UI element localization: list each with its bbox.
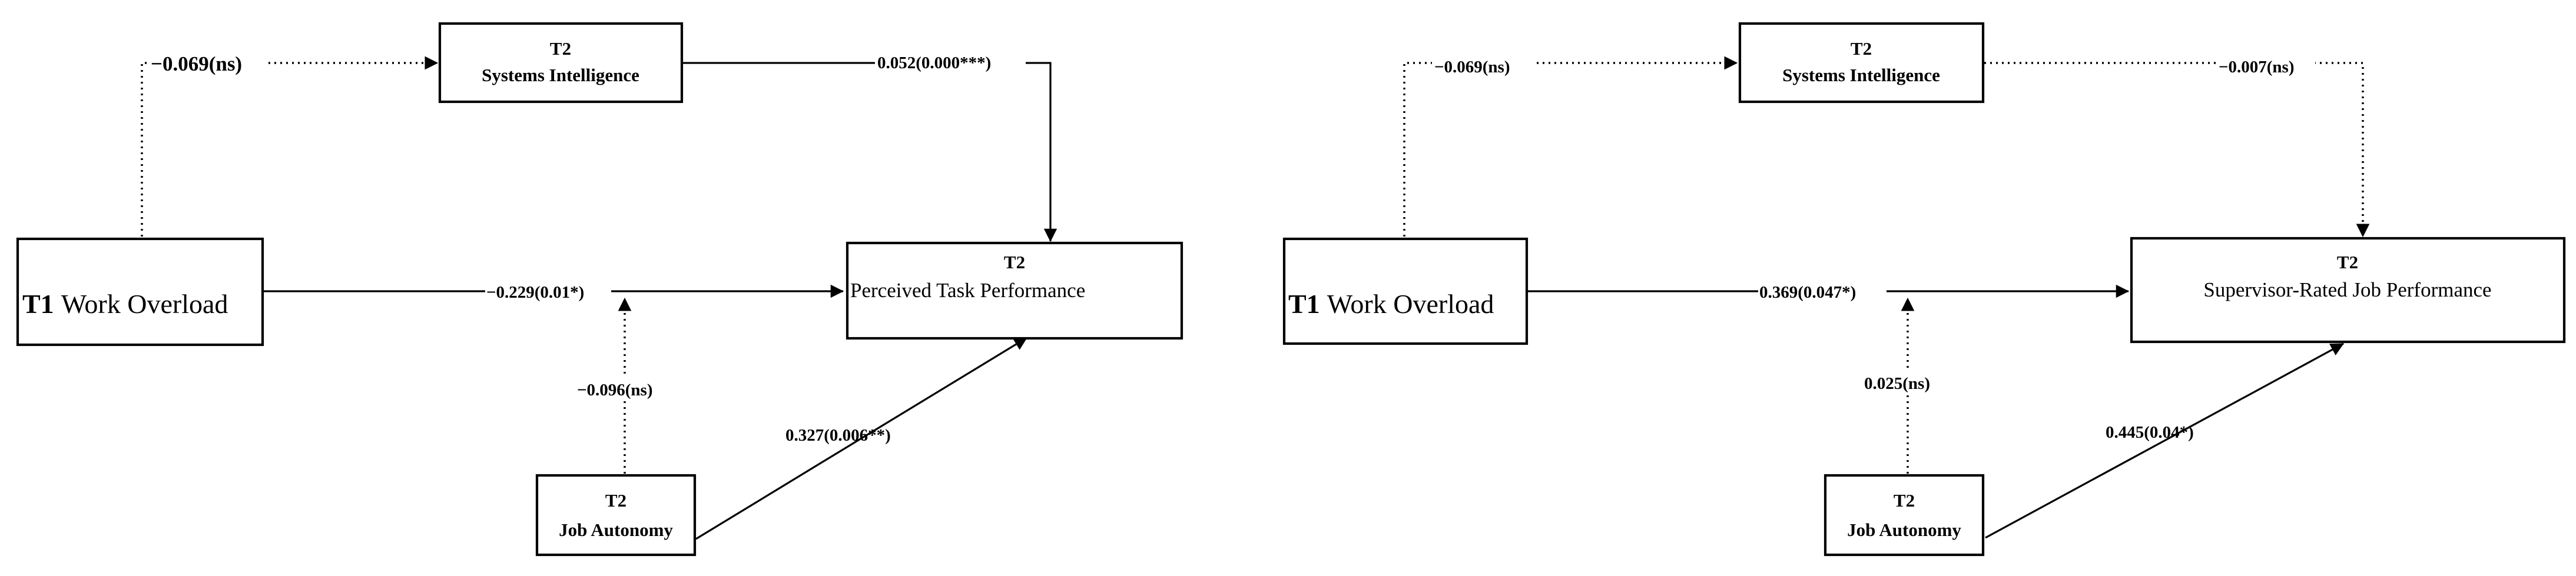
coef-autonomy-moderation: 0.025(ns) (1864, 374, 1930, 393)
svg-text:Perceived Task Performance: Perceived Task Performance (850, 279, 1085, 302)
panel-supervisor-rated-job-performance: −0.069(ns) −0.007(ns) 0.369(0.047*) 0.02… (1282, 22, 2566, 557)
path-systems-to-outcome (683, 62, 1057, 242)
coef-autonomy-moderation: −0.096(ns) (577, 381, 653, 399)
svg-text:Systems Intelligence: Systems Intelligence (1782, 65, 1940, 85)
svg-text:T2: T2 (605, 490, 626, 511)
coef-overload-to-outcome: −0.229(0.01*) (486, 283, 584, 302)
coef-overload-to-systems: −0.069(ns) (1434, 58, 1510, 76)
box-systems-intelligence: T2 Systems Intelligence (438, 22, 684, 104)
path-autonomy-to-outcome (1985, 342, 2344, 539)
coef-systems-to-outcome: 0.052(0.000***) (877, 54, 991, 72)
path-overload-to-systems (1403, 56, 1738, 237)
coef-overload-to-outcome: 0.369(0.047*) (1759, 283, 1856, 302)
box-supervisor-rated-job-performance: T2 Supervisor-Rated Job Performance (2130, 237, 2566, 344)
svg-text:Supervisor-Rated Job Performan: Supervisor-Rated Job Performance (2203, 278, 2491, 301)
path-autonomy-to-outcome (695, 337, 1027, 540)
svg-text:T2: T2 (1004, 252, 1025, 272)
coef-systems-to-outcome: −0.007(ns) (2219, 58, 2295, 76)
box-work-overload: T1 Work Overload (16, 237, 264, 347)
box-job-autonomy: T2 Job Autonomy (1824, 474, 1985, 557)
svg-text:T2: T2 (1894, 490, 1915, 511)
coef-overload-to-systems: −0.069(ns) (151, 52, 242, 75)
coef-autonomy-to-outcome: 0.445(0.04*) (2106, 423, 2194, 442)
svg-text:T2: T2 (2337, 252, 2358, 272)
box-work-overload: T1 Work Overload (1282, 237, 1529, 345)
svg-text:T2: T2 (1851, 38, 1872, 59)
panel-perceived-task-performance: −0.069(ns) 0.052(0.000***) −0.229(0.01*)… (16, 22, 1183, 557)
coef-autonomy-to-outcome: 0.327(0.006**) (785, 426, 891, 445)
box-job-autonomy: T2 Job Autonomy (535, 474, 697, 557)
box-perceived-task-performance: T2 Perceived Task Performance (846, 241, 1183, 340)
path-overload-to-systems (141, 56, 439, 237)
svg-text:Job Autonomy: Job Autonomy (1847, 520, 1961, 540)
svg-text:Systems Intelligence: Systems Intelligence (482, 65, 639, 85)
box-systems-intelligence: T2 Systems Intelligence (1738, 22, 1985, 104)
svg-text:T1 Work Overload: T1 Work Overload (22, 289, 228, 319)
svg-text:T1 Work Overload: T1 Work Overload (1288, 289, 1494, 319)
svg-text:Job Autonomy: Job Autonomy (559, 520, 673, 540)
path-systems-to-outcome (1984, 62, 2370, 238)
svg-text:T2: T2 (550, 38, 571, 59)
